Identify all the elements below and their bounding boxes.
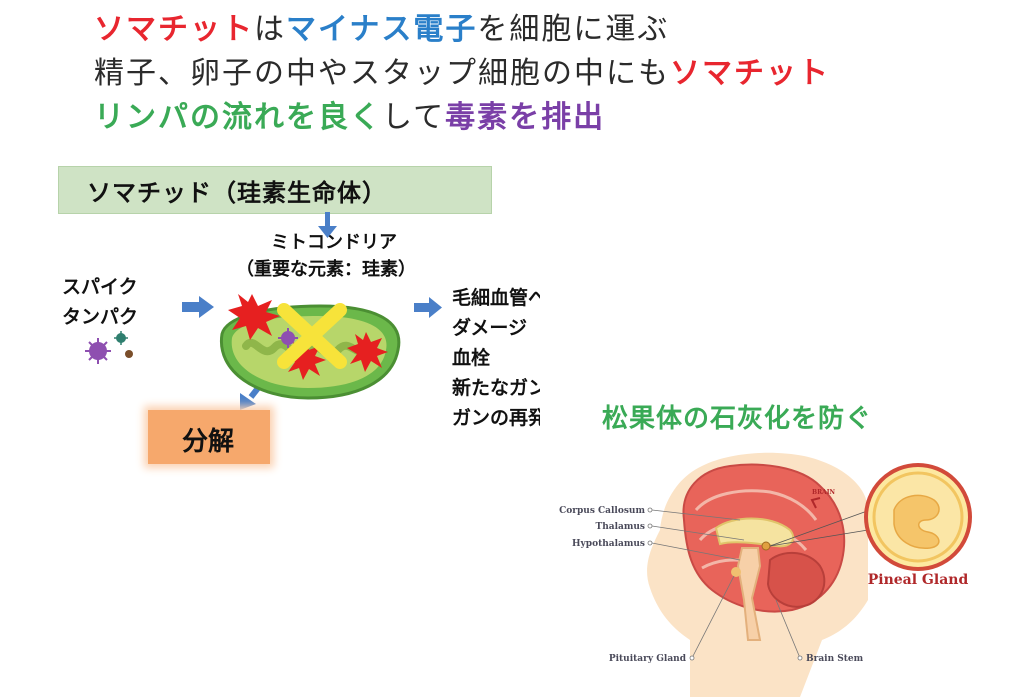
particle-icon [125, 350, 133, 358]
text-plain: して [382, 100, 446, 135]
text-plain: 精子、卵子の中やスタップ細胞の中にも [94, 56, 670, 91]
text-detox: 毒素を排出 [445, 100, 606, 135]
spike-label-2: タンパク [62, 306, 139, 328]
virus-icon [85, 338, 111, 364]
text-lymph: リンパの流れを良く [94, 100, 382, 135]
damage-item-4: 新たなガン [452, 377, 540, 399]
label-brain: BRAIN [812, 489, 836, 496]
headline-line-3: リンパの流れを良くして毒素を排出 [94, 92, 605, 136]
mito-title: ミトコンドリア [271, 232, 397, 253]
text-somatid: ソマチット [94, 12, 254, 47]
text-plain: は [254, 12, 286, 47]
bunkai-label: 分解 [182, 427, 235, 457]
explosion-icon [285, 340, 326, 380]
pineal-gland-zoom [864, 463, 972, 571]
label-pituitary-gland: Pituitary Gland [609, 654, 687, 664]
headline-line-2: 精子、卵子の中やスタップ細胞の中にもソマチット [94, 48, 830, 92]
damage-item-2: ダメージ [452, 317, 528, 339]
damage-item-5: ガンの再発 [452, 407, 540, 429]
virus-icon [114, 331, 128, 345]
arrow-right-icon [182, 296, 214, 318]
label-corpus-callosum: Corpus Callosum [559, 506, 645, 516]
explosion-icon [228, 294, 280, 340]
damage-item-1: 毛細血管への [452, 287, 540, 309]
label-thalamus: Thalamus [596, 522, 645, 532]
text-plain: を細胞に運ぶ [477, 12, 670, 47]
explosion-icon [347, 332, 388, 372]
label-pineal-gland: Pineal Gland [868, 572, 969, 588]
somatid-banner: ソマチッド（珪素生命体） [58, 166, 492, 214]
virus-icon [278, 328, 298, 348]
arrow-right-icon [414, 297, 442, 318]
text-minus-electron: マイナス電子 [286, 12, 478, 47]
brain-illustration: Corpus Callosum Thalamus Hypothalamus Pi… [559, 452, 972, 697]
damage-list: 毛細血管への ダメージ 血栓 新たなガン ガンの再発 [452, 283, 540, 433]
label-brain-stem: Brain Stem [806, 654, 864, 664]
mito-subtitle: （重要な元素：珪素） [236, 259, 416, 280]
banner-label: ソマチッド（珪素生命体） [87, 179, 387, 207]
virus-particles [85, 331, 133, 364]
spike-label-1: スパイク [62, 276, 138, 298]
arrow-down-icon [318, 212, 337, 238]
text-somatid: ソマチット [670, 56, 830, 91]
pineal-title: 松果体の石灰化を防ぐ [602, 404, 873, 434]
bunkai-box: 分解 [148, 410, 270, 464]
mitochondria-illustration [219, 294, 401, 400]
cross-mark-icon [277, 303, 347, 369]
headline-line-1: ソマチットはマイナス電子を細胞に運ぶ [94, 4, 669, 48]
damage-item-3: 血栓 [452, 347, 491, 369]
label-hypothalamus: Hypothalamus [572, 539, 645, 549]
